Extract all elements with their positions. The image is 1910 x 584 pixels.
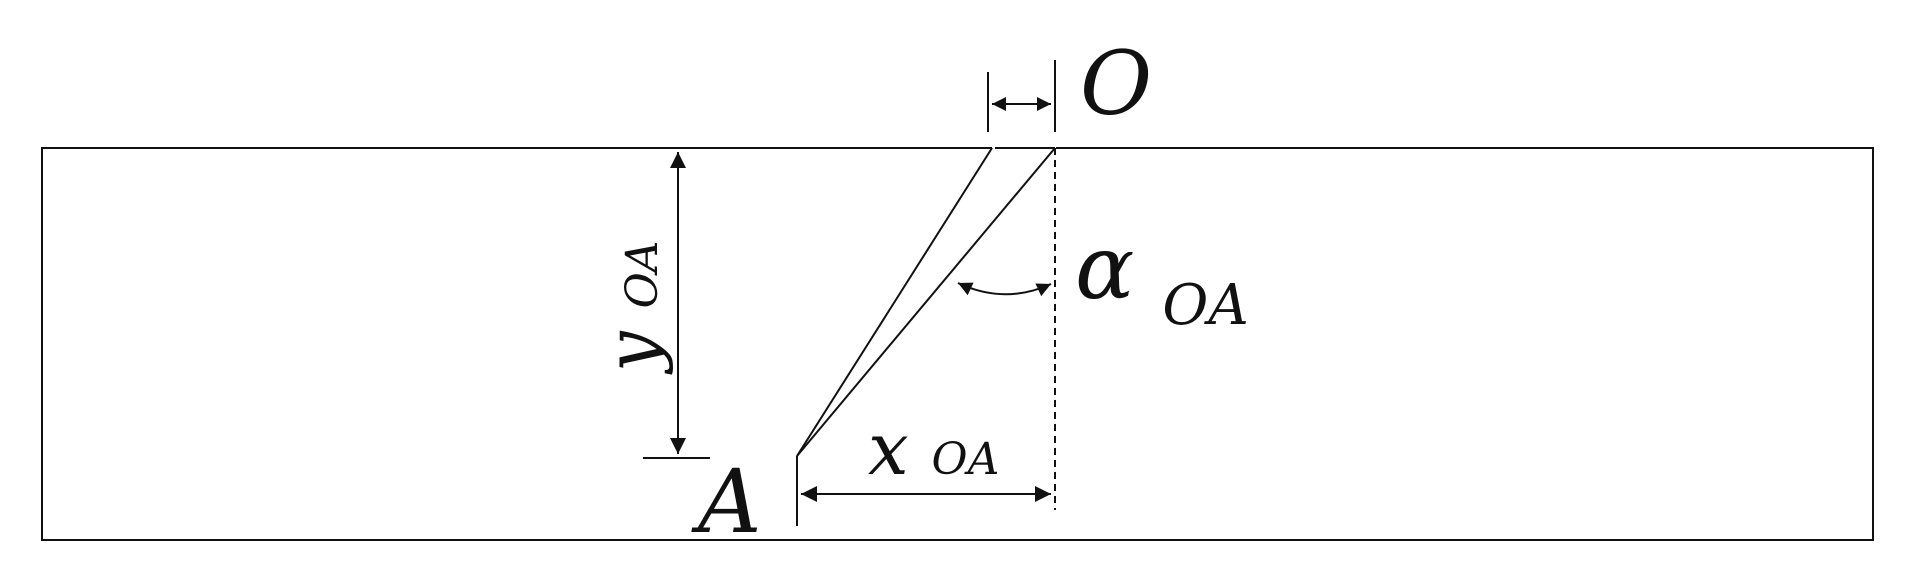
point-o-label: O (1080, 32, 1152, 135)
x-symbol: x (868, 407, 909, 491)
alpha-symbol: α (1075, 216, 1134, 319)
y-oa-label: y OA (590, 241, 674, 375)
x-subscript: OA (932, 434, 1000, 485)
point-a-label: A (691, 450, 762, 553)
alpha-oa-angle-arc (958, 283, 1051, 297)
y-oa-label-group: y OA (590, 241, 674, 375)
y-symbol: y (590, 330, 674, 375)
alpha-oa-label: α OA (1075, 216, 1249, 338)
crack-right-face (797, 148, 1055, 456)
y-subscript: OA (617, 241, 668, 309)
x-oa-label: x OA (868, 407, 999, 491)
plate-boundary (42, 148, 1873, 540)
crack-left-face (797, 148, 992, 456)
alpha-subscript: OA (1162, 273, 1248, 338)
